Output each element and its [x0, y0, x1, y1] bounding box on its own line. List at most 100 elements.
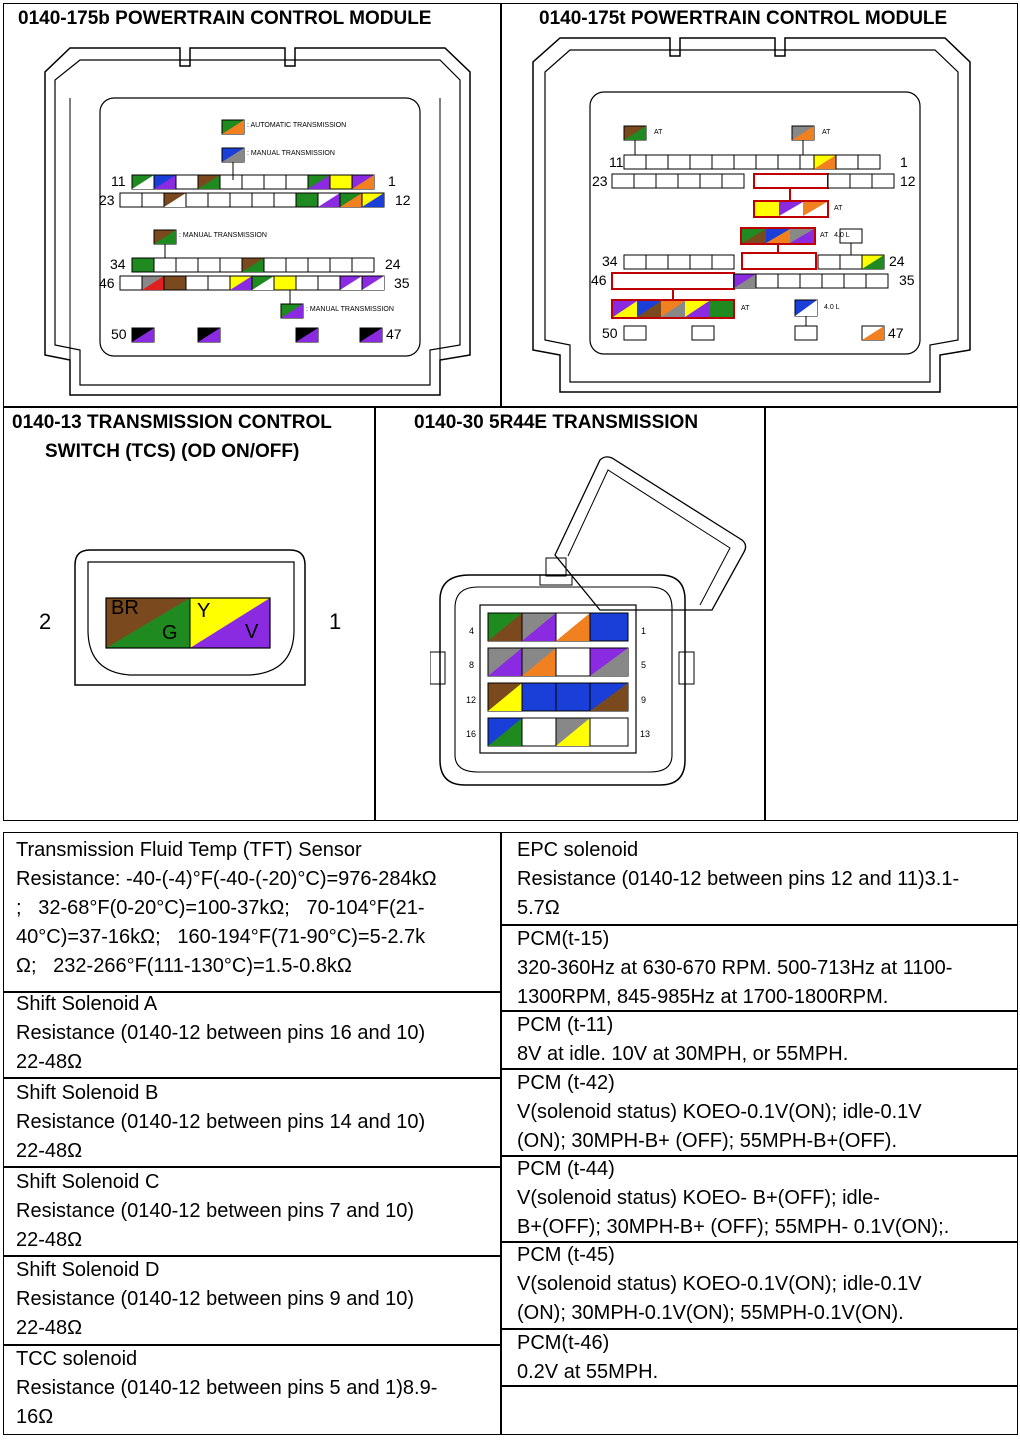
- spec-line: 0.2V at 55MPH.: [517, 1361, 659, 1383]
- spec-title: Shift Solenoid B: [16, 1082, 159, 1104]
- row-divider: [500, 1155, 1018, 1157]
- spec-title: PCM (t-44): [517, 1158, 615, 1180]
- spec-table-divider: [500, 832, 502, 1435]
- pcm-t-row-46-35: [611, 272, 889, 290]
- trans-pin-12: 12: [466, 695, 477, 705]
- pcm-b-connector: [44, 47, 471, 396]
- spec-line: Ω; 232-266°F(111-130°C)=1.5-0.8kΩ: [16, 955, 352, 977]
- row-divider: [3, 991, 501, 993]
- spec-line: 40°C)=37-16kΩ; 160-194°F(71-90°C)=5-2.7k: [16, 926, 426, 948]
- divider-middle: [3, 406, 1018, 408]
- spec-right-2: PCM (t-11) 8V at idle. 10V at 30MPH, or …: [507, 1011, 1017, 1069]
- tcs-pin-2: 2: [39, 609, 52, 634]
- trans-pin-5: 5: [641, 660, 647, 670]
- spec-right-0: EPC solenoid Resistance (0140-12 between…: [507, 836, 1017, 923]
- pcm-b-pin-23: 23: [99, 192, 115, 208]
- pcm-t-at-3: AT: [834, 205, 843, 212]
- pcm-t-pin-47: 47: [888, 325, 904, 341]
- spec-right-3: PCM (t-42) V(solenoid status) KOEO-0.1V(…: [507, 1069, 1017, 1156]
- spec-line: Resistance (0140-12 between pins 9 and 1…: [16, 1288, 415, 1310]
- pcm-t-title: 0140-175t POWERTRAIN CONTROL MODULE: [539, 8, 948, 29]
- pcm-b-row-46-35: [119, 275, 385, 291]
- spec-line: Resistance (0140-12 between pins 7 and 1…: [16, 1200, 415, 1222]
- pcm-b-title: 0140-175b POWERTRAIN CONTROL MODULE: [18, 8, 432, 29]
- pcm-t-pin-46: 46: [591, 272, 607, 288]
- pcm-t-row-23-12: [611, 173, 895, 189]
- pcm-t-at-40l: AT 4.0 L: [820, 232, 850, 239]
- tcs-wire2-bottom: V: [245, 621, 259, 643]
- divider-bottom-2: [764, 406, 766, 821]
- spec-line: B+(OFF); 30MPH-B+ (OFF); 55MPH- 0.1V(ON)…: [517, 1216, 950, 1238]
- spec-title: PCM(t-46): [517, 1332, 610, 1354]
- spec-line: V(solenoid status) KOEO-0.1V(ON); idle-0…: [517, 1101, 922, 1123]
- pcm-t-pin-24: 24: [889, 253, 905, 269]
- divider-top: [500, 3, 502, 407]
- pcm-t-connector: [532, 37, 971, 393]
- spec-line: V(solenoid status) KOEO- B+(OFF); idle-: [517, 1187, 880, 1209]
- pcm-b-pin-47: 47: [386, 326, 402, 342]
- pcm-b-row-23-12: [119, 192, 385, 208]
- spec-line: 22-48Ω: [16, 1229, 83, 1251]
- spec-line: 5.7Ω: [517, 897, 560, 919]
- spec-title: Transmission Fluid Temp (TFT) Sensor: [16, 839, 362, 861]
- row-divider: [3, 1077, 501, 1079]
- pcm-b-pin-35: 35: [394, 275, 410, 291]
- spec-left-0: Transmission Fluid Temp (TFT) Sensor Res…: [6, 836, 500, 981]
- pcm-t-row-11-1: [623, 154, 881, 170]
- tcs-connector: [74, 549, 306, 686]
- tcs-title-line1: 0140-13 TRANSMISSION CONTROL: [12, 412, 332, 433]
- pcm-b-housing: [44, 47, 471, 396]
- spec-title: Shift Solenoid A: [16, 993, 158, 1015]
- trans-pin-9: 9: [641, 695, 647, 705]
- pcm-t-at-1: AT: [654, 129, 663, 136]
- spec-line: (ON); 30MPH-0.1V(ON); 55MPH-0.1V(ON).: [517, 1302, 904, 1324]
- pcm-t-pin-11: 11: [609, 154, 624, 170]
- spec-title: PCM (t-11): [517, 1014, 614, 1036]
- pcm-t-pin-35: 35: [899, 272, 915, 288]
- pcm-b-pin-12: 12: [395, 192, 411, 208]
- tcs-wire2-top: Y: [197, 600, 211, 622]
- pcm-t-at-4: AT: [741, 305, 750, 312]
- row-divider: [500, 1328, 1018, 1330]
- spec-title: EPC solenoid: [517, 839, 639, 861]
- row-divider: [3, 1344, 501, 1346]
- pcm-b-legend-manual-3: : MANUAL TRANSMISSION: [306, 306, 394, 313]
- trans-pin-4: 4: [469, 626, 475, 636]
- divider-bottom-1: [374, 406, 376, 821]
- pcm-b-pin-34: 34: [110, 256, 126, 272]
- pcm-b-legend-manual-1: : MANUAL TRANSMISSION: [247, 150, 335, 157]
- pcm-b-pin-24: 24: [385, 256, 401, 272]
- trans-connector: [430, 456, 747, 786]
- spec-line: Resistance (0140-12 between pins 12 and …: [517, 868, 960, 890]
- spec-right-5: PCM (t-45) V(solenoid status) KOEO-0.1V(…: [507, 1241, 1017, 1328]
- spec-title: PCM (t-45): [517, 1244, 615, 1266]
- spec-line: 320-360Hz at 630-670 RPM. 500-713Hz at 1…: [517, 957, 953, 979]
- spec-left-4: Shift Solenoid D Resistance (0140-12 bet…: [6, 1256, 500, 1343]
- row-divider: [500, 1385, 1018, 1387]
- spec-title: Shift Solenoid D: [16, 1259, 160, 1281]
- row-divider: [500, 1068, 1018, 1070]
- pcm-t-housing: [532, 37, 971, 393]
- pcm-t-pin-1: 1: [900, 154, 908, 170]
- trans-pin-1: 1: [641, 626, 647, 636]
- trans-pin-8: 8: [469, 660, 475, 670]
- tcs-wire1-top: BR: [111, 597, 139, 619]
- spec-title: PCM(t-15): [517, 928, 610, 950]
- pcm-t-40l: 4.0 L: [824, 304, 840, 311]
- spec-title: Shift Solenoid C: [16, 1171, 160, 1193]
- trans-pin-13: 13: [640, 729, 651, 739]
- trans-pin-16: 16: [466, 729, 477, 739]
- pcm-t-pin-12: 12: [900, 173, 916, 189]
- pcm-t-pin-34: 34: [602, 253, 618, 269]
- row-divider: [500, 924, 1018, 926]
- diagram-frame: [3, 3, 1018, 821]
- spec-title: TCC solenoid: [16, 1348, 138, 1370]
- pcm-b-row-11-1: [131, 174, 375, 190]
- trans-title: 0140-30 5R44E TRANSMISSION: [414, 412, 699, 433]
- tcs-pin-1: 1: [329, 609, 342, 634]
- pcm-b-pin-50: 50: [111, 326, 127, 342]
- pcm-b-pin-11: 11: [111, 173, 126, 189]
- spec-line: 16Ω: [16, 1406, 54, 1428]
- spec-line: 1300RPM, 845-985Hz at 1700-1800RPM.: [517, 986, 889, 1008]
- pcm-b-row-34-24: [131, 257, 375, 273]
